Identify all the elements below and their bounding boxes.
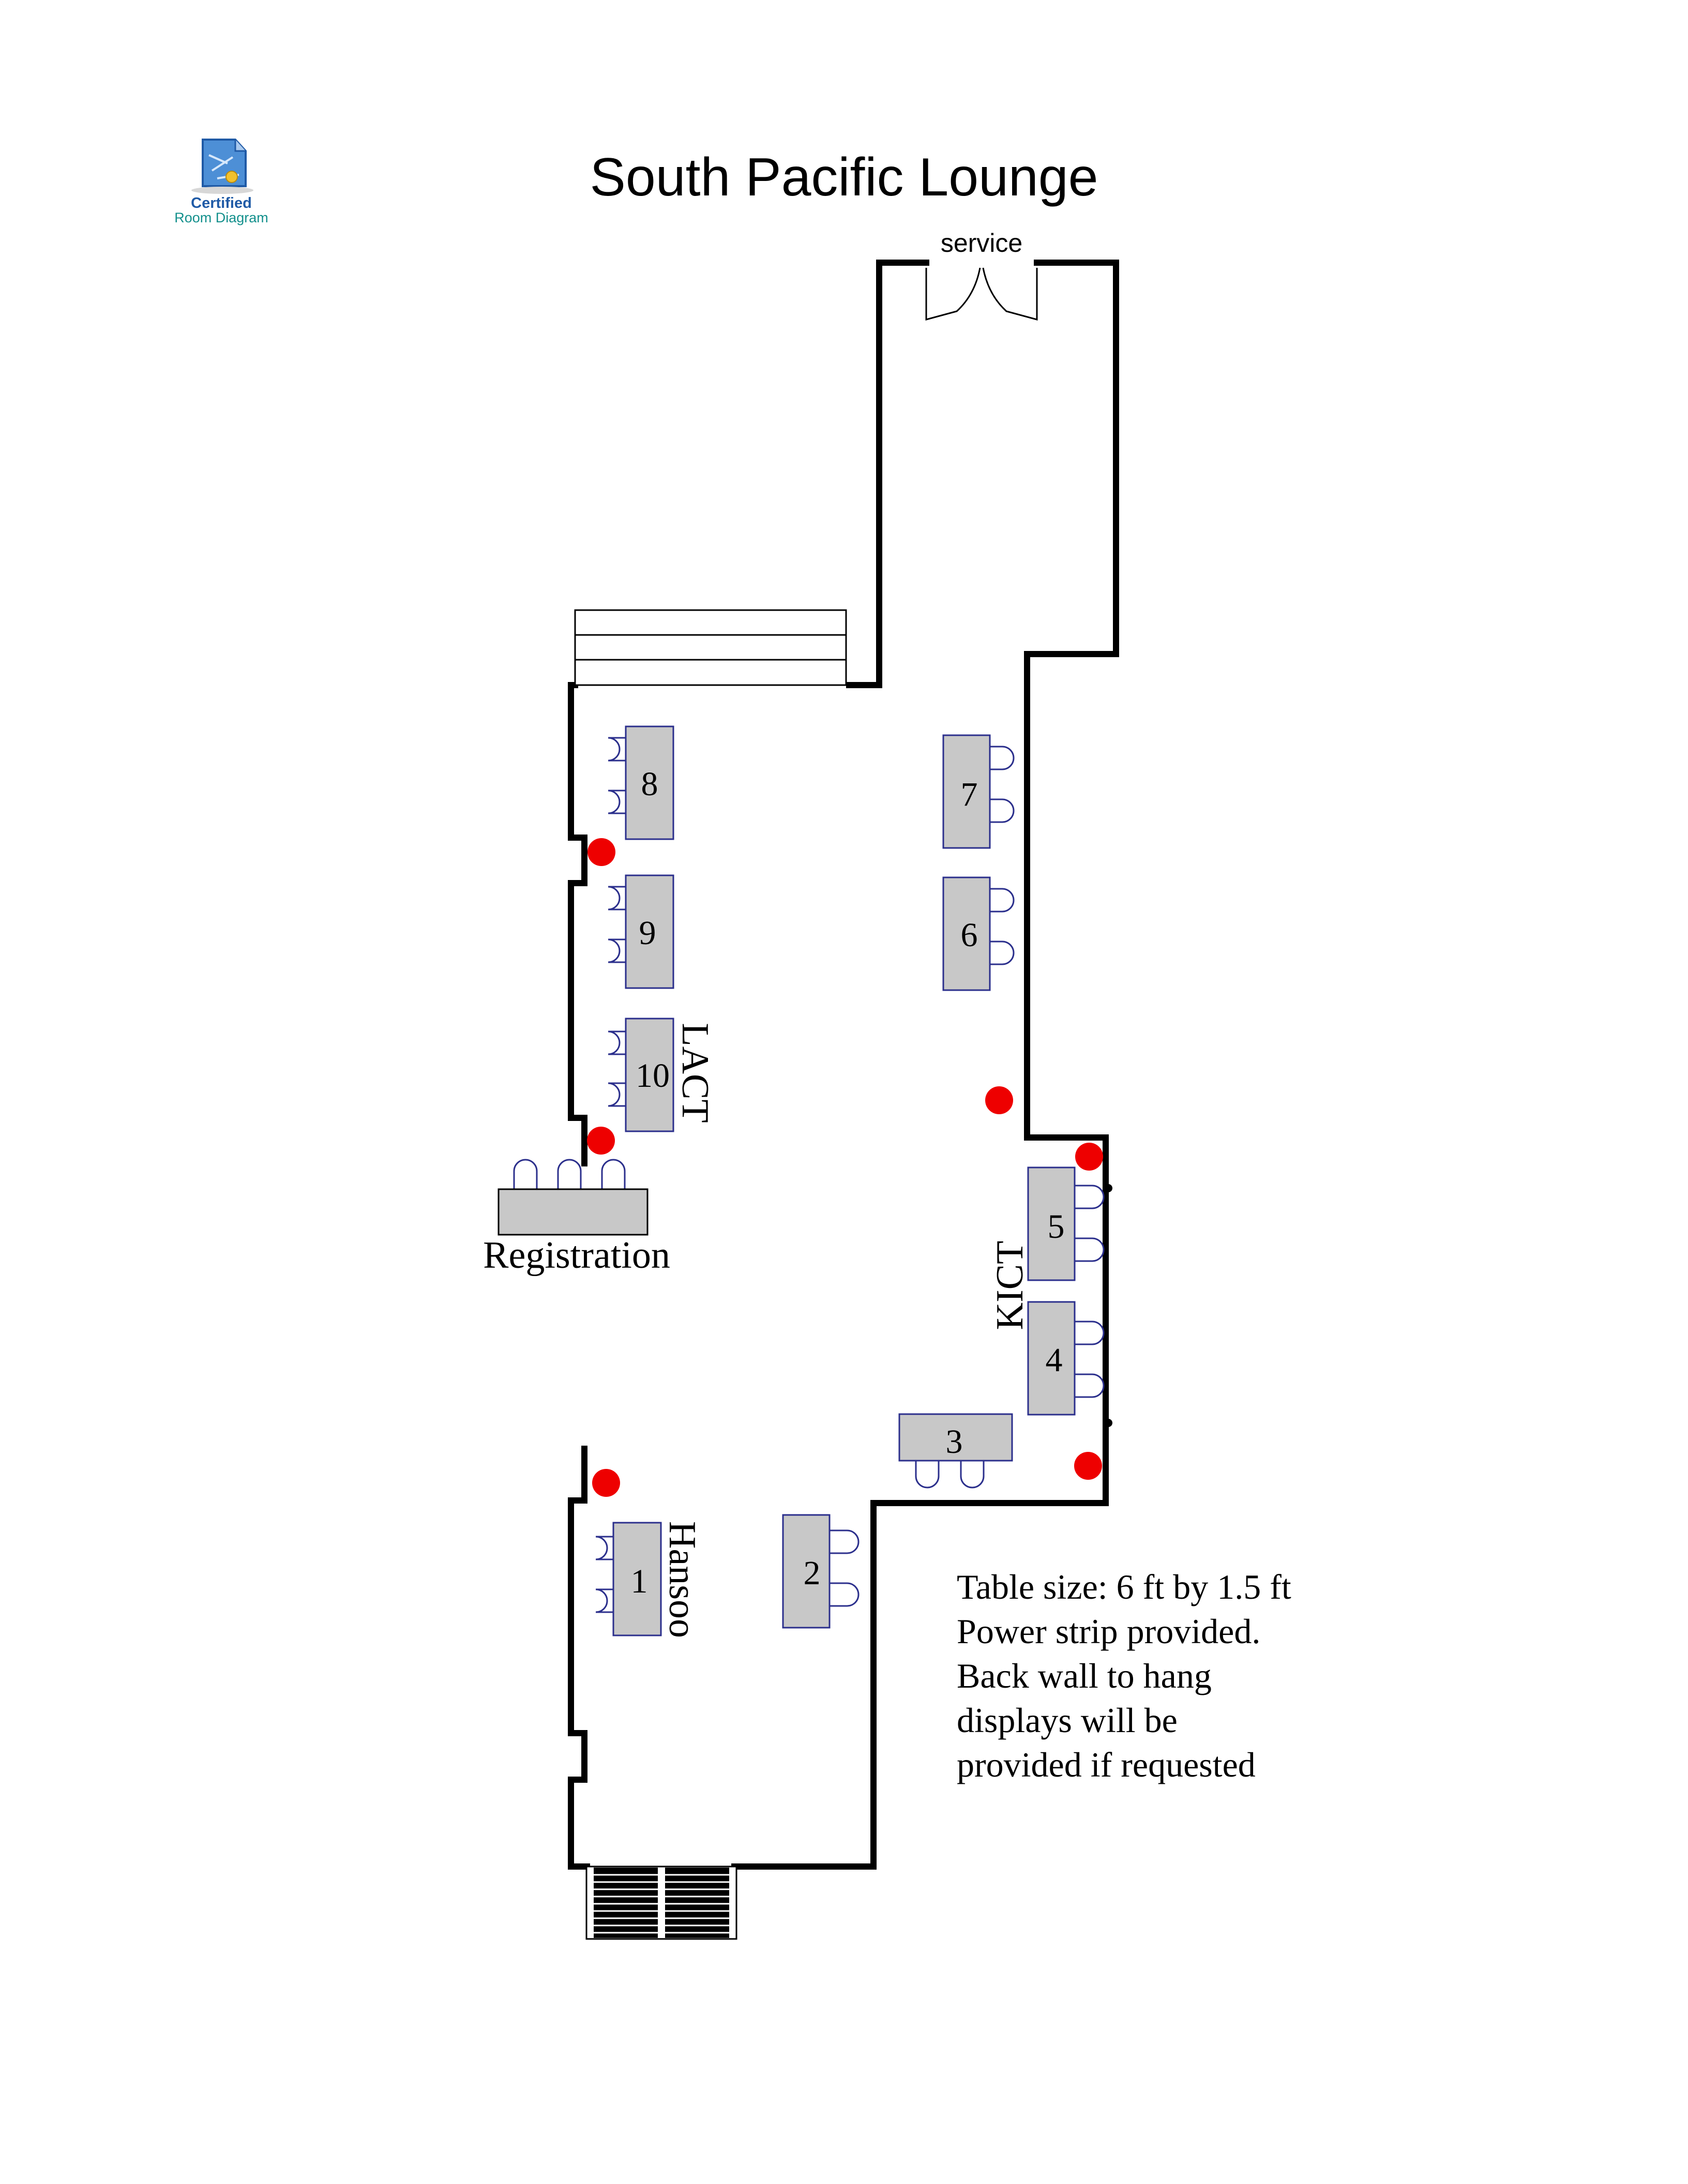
table-6-number: 6: [961, 916, 978, 954]
table-5-number: 5: [1048, 1208, 1065, 1246]
table-9-number: 9: [639, 914, 656, 952]
chairs: [513, 737, 1105, 1613]
group-label-kict: KICT: [989, 1241, 1031, 1330]
power-strip-dot: [587, 1127, 615, 1155]
table-3-number: 3: [946, 1423, 963, 1461]
table-2-number: 2: [804, 1554, 821, 1592]
power-strip-dot: [1075, 1143, 1103, 1171]
table-8-number: 8: [641, 765, 658, 803]
power-strips: [587, 838, 1103, 1497]
table-1-number: 1: [631, 1563, 648, 1600]
power-strip-dot: [985, 1086, 1013, 1114]
note-line: displays will be: [957, 1701, 1178, 1740]
table-9: 9: [625, 874, 674, 989]
table-8: 8: [625, 725, 674, 840]
table-1: 1: [612, 1522, 662, 1636]
notes: Table size: 6 ft by 1.5 ft Power strip p…: [957, 1567, 1291, 1784]
logo-line1: Certified: [191, 195, 252, 211]
service-door: [925, 267, 1038, 321]
table-10: 10: [625, 1018, 674, 1132]
table-4-number: 4: [1046, 1341, 1063, 1379]
logo-line2: Room Diagram: [174, 210, 268, 225]
wall-marks: [1104, 1184, 1112, 1427]
room-walls: [568, 260, 1119, 1870]
page-title: South Pacific Lounge: [590, 147, 1098, 207]
table-4: 4: [1027, 1301, 1076, 1416]
note-line: provided if requested: [957, 1745, 1256, 1784]
registration-label: Registration: [483, 1234, 670, 1277]
power-strip-dot: [1074, 1452, 1102, 1480]
note-line: Back wall to hang: [957, 1656, 1212, 1695]
stage-riser: [574, 609, 847, 686]
certified-logo: Certified Room Diagram: [174, 139, 268, 225]
table-2: 2: [782, 1514, 831, 1629]
power-strip-dot: [592, 1469, 620, 1497]
table-7: 7: [942, 734, 991, 849]
entrance-doors: [585, 1866, 737, 1940]
note-line: Table size: 6 ft by 1.5 ft: [957, 1567, 1291, 1606]
power-strip-dot: [587, 838, 615, 866]
table-10-number: 10: [636, 1057, 670, 1095]
table-5: 5: [1027, 1166, 1076, 1281]
table-6: 6: [942, 876, 991, 991]
certified-document-icon: [191, 139, 253, 194]
table-3: 3: [898, 1413, 1013, 1462]
registration-table: [498, 1188, 649, 1236]
group-label-lact: LACT: [674, 1023, 716, 1123]
group-label-hansoo: Hansoo: [661, 1521, 703, 1638]
note-line: Power strip provided.: [957, 1612, 1260, 1651]
table-7-number: 7: [961, 776, 978, 813]
service-label: service: [941, 229, 1022, 257]
